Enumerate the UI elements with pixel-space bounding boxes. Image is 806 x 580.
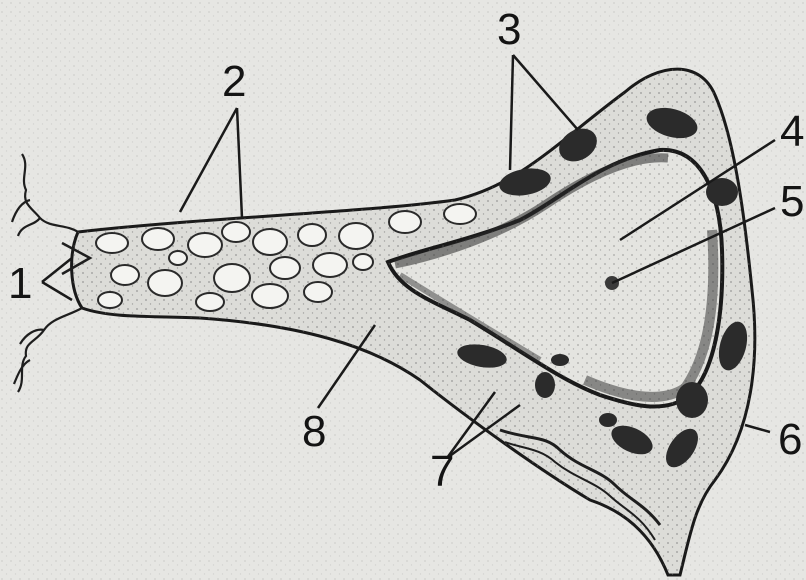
label-1: 1 <box>8 262 32 306</box>
label-2: 2 <box>222 60 246 104</box>
label-8: 8 <box>302 410 326 454</box>
label-6: 6 <box>778 418 802 462</box>
label-3: 3 <box>497 8 521 52</box>
label-4: 4 <box>780 110 804 154</box>
label-7: 7 <box>430 450 454 494</box>
label-5: 5 <box>780 180 804 224</box>
